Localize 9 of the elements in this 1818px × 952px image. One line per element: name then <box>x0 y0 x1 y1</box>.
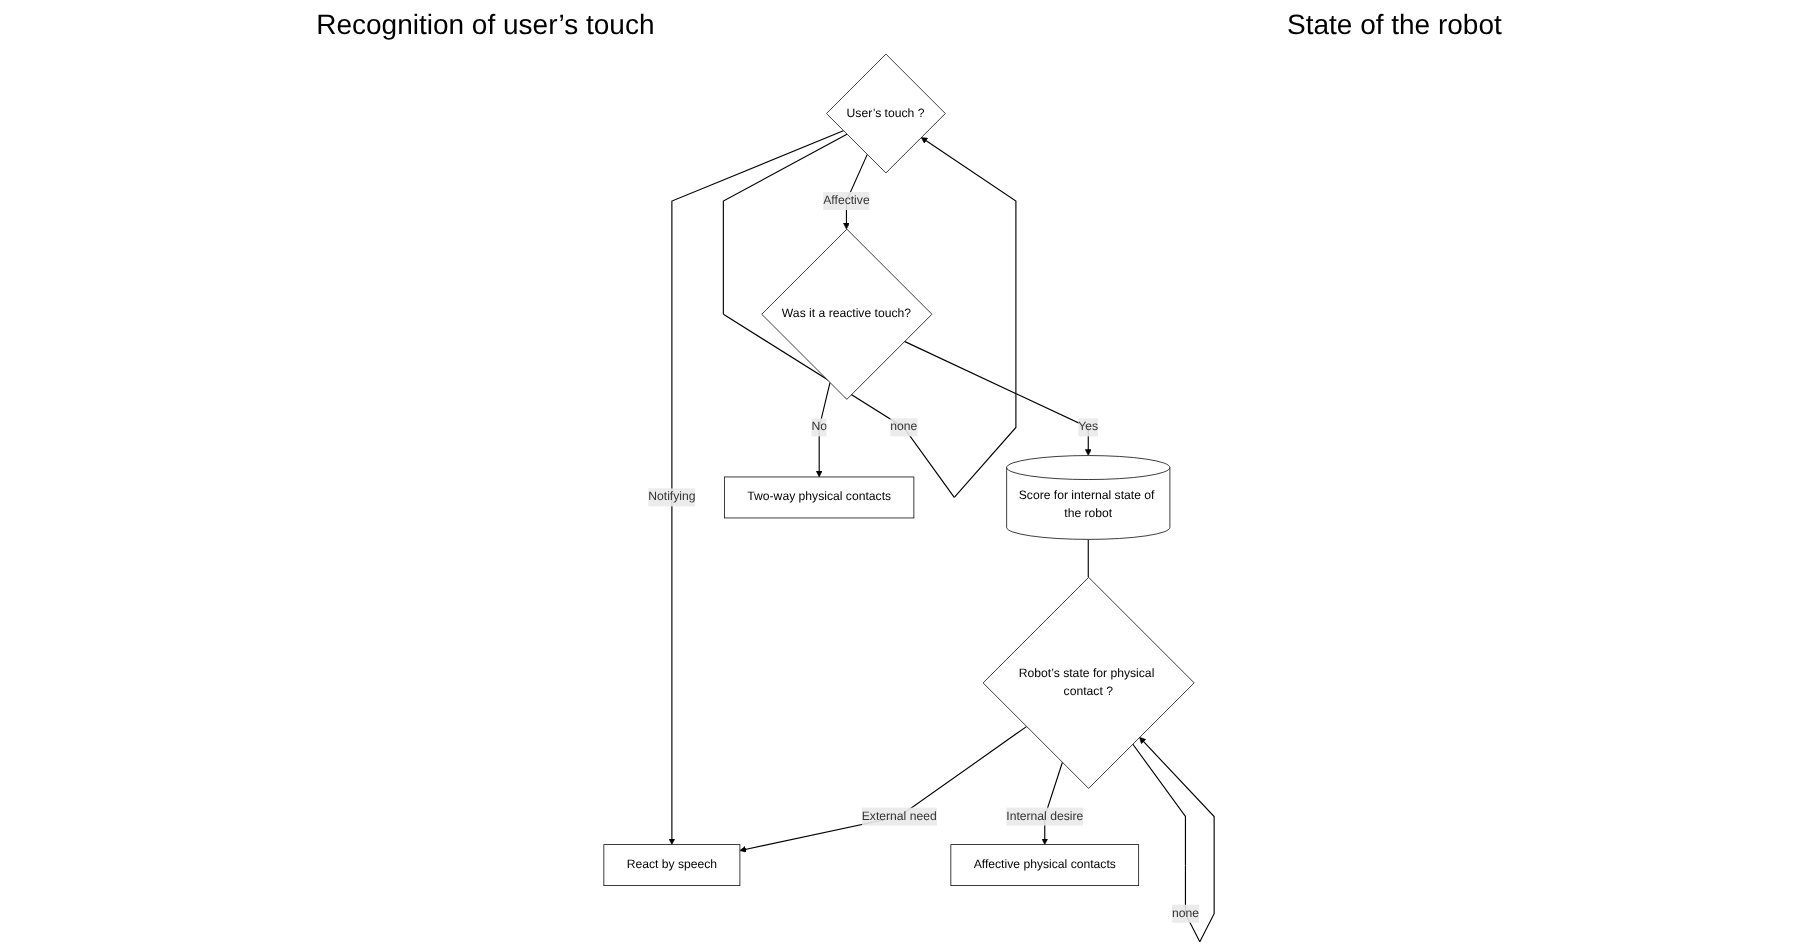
arrow <box>668 130 844 845</box>
arrow <box>739 726 1027 853</box>
arrow <box>722 133 1017 498</box>
section-heading: Recognition of user’s touch <box>316 8 655 40</box>
arrow <box>815 382 831 478</box>
arrow <box>1132 736 1215 943</box>
section-heading: State of the robot <box>1286 8 1502 40</box>
connector <box>1087 538 1089 578</box>
arrow <box>903 340 1092 456</box>
